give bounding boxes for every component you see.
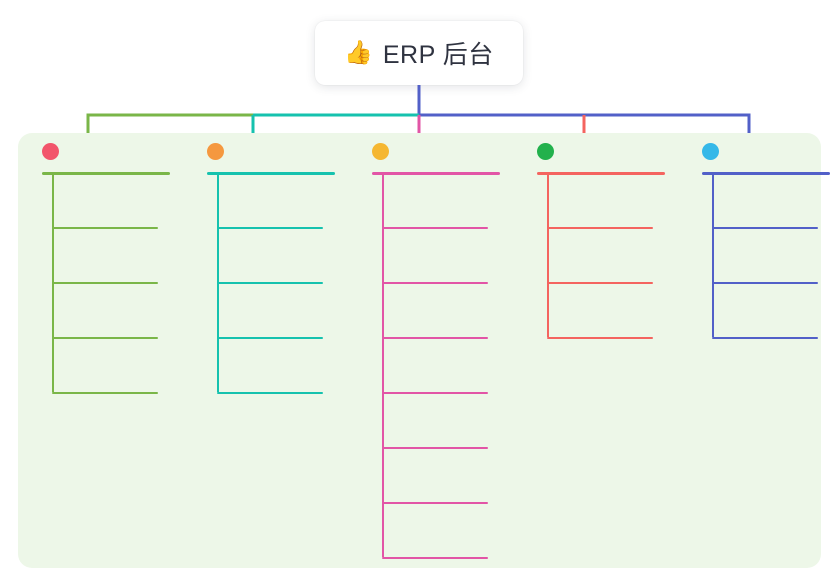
leaf-node[interactable]	[382, 230, 525, 285]
leaf-node[interactable]	[712, 285, 839, 340]
leaf-node-underline	[217, 282, 323, 284]
leaf-node-underline	[382, 227, 488, 229]
branch-header-3[interactable]	[372, 143, 396, 160]
leaf-node-underline	[382, 447, 488, 449]
branch-item-list-5	[712, 175, 839, 340]
branch-badge-icon-4	[537, 143, 554, 160]
leaf-node[interactable]	[382, 505, 525, 560]
leaf-node-underline	[52, 227, 158, 229]
leaf-node[interactable]	[217, 230, 360, 285]
branch-underline-3	[372, 172, 500, 175]
branch-spine-5	[712, 174, 714, 337]
leaf-node-underline	[52, 392, 158, 394]
branch-header-5[interactable]	[702, 143, 726, 160]
branch-panel	[18, 133, 821, 568]
leaf-node[interactable]	[547, 285, 690, 340]
leaf-node-underline	[547, 282, 653, 284]
root-node-content: 👍 ERP 后台	[344, 35, 494, 71]
branch-underline-1	[42, 172, 170, 175]
thumbs-up-icon: 👍	[344, 39, 373, 66]
leaf-node[interactable]	[382, 395, 525, 450]
leaf-node[interactable]	[547, 175, 690, 230]
leaf-node-underline	[547, 227, 653, 229]
leaf-node-underline	[217, 227, 323, 229]
leaf-node[interactable]	[217, 340, 360, 395]
leaf-node[interactable]	[52, 175, 195, 230]
leaf-node[interactable]	[382, 340, 525, 395]
branch-columns	[18, 133, 830, 568]
leaf-node-underline	[52, 282, 158, 284]
branch-underline-4	[537, 172, 665, 175]
leaf-node-underline	[52, 337, 158, 339]
branch-header-1[interactable]	[42, 143, 66, 160]
branch-header-4[interactable]	[537, 143, 561, 160]
branch-item-list-4	[547, 175, 690, 340]
leaf-node-underline	[382, 337, 488, 339]
branch-badge-icon-1	[42, 143, 59, 160]
root-title: ERP 后台	[382, 41, 494, 69]
leaf-node-underline	[217, 337, 323, 339]
leaf-node[interactable]	[52, 230, 195, 285]
branch-item-list-3	[382, 175, 525, 560]
leaf-node[interactable]	[712, 230, 839, 285]
branch-underline-5	[702, 172, 830, 175]
branch-underline-2	[207, 172, 335, 175]
leaf-node-underline	[712, 227, 818, 229]
leaf-node-underline	[712, 282, 818, 284]
leaf-node[interactable]	[382, 285, 525, 340]
branch-header-2[interactable]	[207, 143, 231, 160]
leaf-node[interactable]	[382, 175, 525, 230]
leaf-node[interactable]	[382, 450, 525, 505]
leaf-node-underline	[382, 392, 488, 394]
leaf-node-underline	[382, 557, 488, 559]
leaf-node[interactable]	[547, 230, 690, 285]
leaf-node-underline	[547, 337, 653, 339]
leaf-node-underline	[382, 502, 488, 504]
leaf-node[interactable]	[52, 340, 195, 395]
branch-item-list-1	[52, 175, 195, 395]
branch-spine-3	[382, 174, 384, 557]
leaf-node-underline	[382, 282, 488, 284]
branch-spine-4	[547, 174, 549, 337]
leaf-node[interactable]	[52, 285, 195, 340]
leaf-node[interactable]	[217, 175, 360, 230]
branch-badge-icon-3	[372, 143, 389, 160]
leaf-node[interactable]	[712, 175, 839, 230]
branch-badge-icon-2	[207, 143, 224, 160]
leaf-node-underline	[217, 392, 323, 394]
leaf-node[interactable]	[217, 285, 360, 340]
branch-badge-icon-5	[702, 143, 719, 160]
leaf-node-underline	[712, 337, 818, 339]
branch-item-list-2	[217, 175, 360, 395]
root-node[interactable]: 👍 ERP 后台	[315, 21, 523, 85]
